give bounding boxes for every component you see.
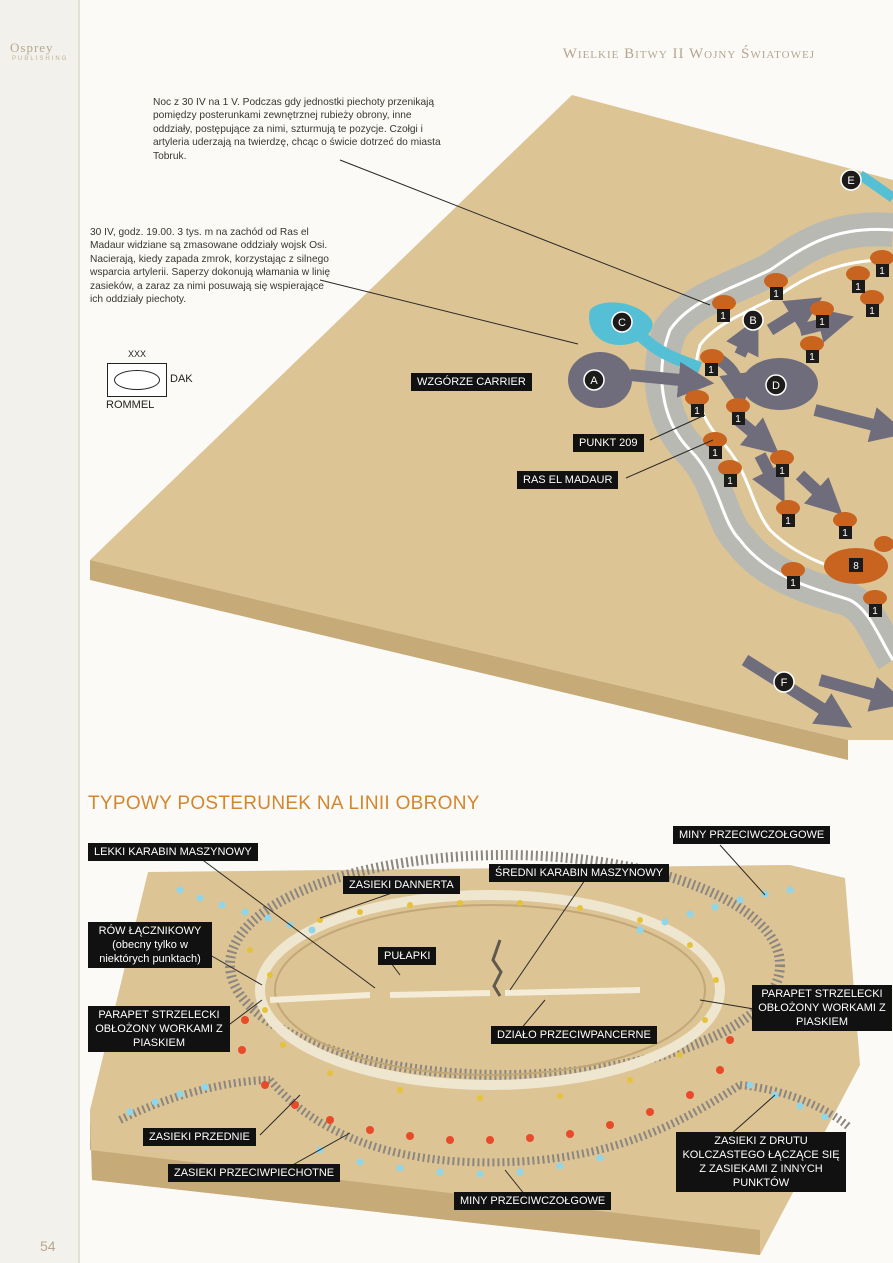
unit-armor-ellipse bbox=[114, 370, 160, 390]
marker-e: E bbox=[847, 175, 854, 187]
outer-trench bbox=[255, 890, 725, 1090]
post-label: 1 bbox=[879, 266, 885, 277]
axis-arrows bbox=[629, 297, 893, 728]
post-label: 1 bbox=[727, 476, 733, 487]
post-label: 1 bbox=[712, 448, 718, 459]
label-traps: PUŁAPKI bbox=[378, 947, 437, 965]
page-number: 54 bbox=[40, 1238, 56, 1254]
label-antitank-gun: DZIAŁO PRZECIWPANCERNE bbox=[491, 1026, 657, 1044]
yellow-mines bbox=[247, 900, 719, 1101]
post-label: 1 bbox=[842, 528, 848, 539]
marker-d: D bbox=[772, 380, 780, 392]
label-comm-trench: RÓW ŁĄCZNIKOWY (obecny tylko w niektóryc… bbox=[88, 922, 212, 968]
post-label: 1 bbox=[872, 606, 878, 617]
post-label: 1 bbox=[785, 516, 791, 527]
label-front-wire: ZASIEKI PRZEDNIE bbox=[143, 1128, 256, 1146]
post-label: 1 bbox=[855, 282, 861, 293]
gutter-line bbox=[78, 0, 80, 1263]
label-parapet-left: PARAPET STRZELECKI OBŁOŻONY WORKAMI Z PI… bbox=[88, 1006, 230, 1052]
red-mines bbox=[238, 1016, 734, 1144]
diagram-ground bbox=[90, 865, 860, 1255]
publisher-logo-sub: PUBLISHING bbox=[12, 56, 69, 62]
trench-line bbox=[274, 904, 706, 1076]
perimeter-inner bbox=[660, 227, 893, 661]
post-label: 1 bbox=[720, 311, 726, 322]
post-label-big: 8 bbox=[853, 561, 859, 572]
marker-b: B bbox=[749, 315, 756, 327]
label-parapet-right: PARAPET STRZELECKI OBŁOŻONY WORKAMI Z PI… bbox=[752, 985, 892, 1031]
publisher-logo: Osprey bbox=[10, 40, 54, 55]
post-boxes bbox=[691, 264, 889, 617]
post-label: 1 bbox=[773, 289, 779, 300]
label-antitank-mines-bottom: MINY PRZECIWCZOŁGOWE bbox=[454, 1192, 612, 1210]
post-label: 1 bbox=[809, 352, 815, 363]
diagram-title: TYPOWY POSTERUNEK NA LINII OBRONY bbox=[88, 793, 480, 814]
post-label: 1 bbox=[869, 306, 875, 317]
inner-trench bbox=[269, 987, 641, 1003]
note-night-assault: Noc z 30 IV na 1 V. Podczas gdy jednostk… bbox=[153, 97, 441, 162]
label-antipersonnel-wire: ZASIEKI PRZECIWPIECHOTNE bbox=[168, 1164, 341, 1182]
marker-circles bbox=[583, 169, 862, 693]
allied-posts bbox=[685, 250, 893, 606]
label-carrier-hill: WZGÓRZE CARRIER bbox=[411, 373, 532, 391]
note-evening-attack: 30 IV, godz. 19.00. 3 tys. m na zachód o… bbox=[90, 227, 331, 306]
series-title: Wielkie Bitwy II Wojny Światowej bbox=[562, 46, 815, 62]
marker-a: A bbox=[590, 375, 598, 387]
post-label: 1 bbox=[708, 365, 714, 376]
unit-symbol bbox=[107, 363, 167, 397]
post-box-labels: 1 1 1 1 1 1 1 1 1 1 1 1 1 1 1 1 1 bbox=[694, 266, 885, 617]
unit-name: DAK bbox=[170, 373, 193, 385]
unit-size: XXX bbox=[128, 349, 147, 359]
marker-c: C bbox=[618, 317, 626, 329]
zigzag-trench bbox=[491, 939, 503, 997]
post-box-big bbox=[849, 558, 863, 572]
terrain-shade bbox=[90, 560, 848, 760]
label-comm-trench-note: (obecny tylko w niektórych punktach) bbox=[99, 939, 201, 965]
post-label: 1 bbox=[819, 317, 825, 328]
post-label: 1 bbox=[735, 414, 741, 425]
marker-letters: A B C D E F bbox=[590, 175, 854, 689]
label-point-209: PUNKT 209 bbox=[573, 434, 644, 452]
label-ras-el-madaur: RAS EL MADAUR bbox=[517, 471, 619, 489]
post-label: 1 bbox=[694, 406, 700, 417]
label-light-mg: LEKKI KARABIN MASZYNOWY bbox=[88, 843, 258, 861]
water-e bbox=[857, 170, 893, 203]
post-label: 1 bbox=[779, 466, 785, 477]
label-antitank-mines-top: MINY PRZECIWCZOŁGOWE bbox=[673, 826, 831, 844]
leader-lines bbox=[319, 159, 714, 479]
diagram-ground-shade bbox=[90, 1110, 760, 1255]
page-gutter bbox=[0, 0, 80, 1263]
post-label: 1 bbox=[790, 578, 796, 589]
label-dannert-wire: ZASIEKI DANNERTA bbox=[343, 876, 460, 894]
label-comm-trench-title: RÓW ŁĄCZNIKOWY bbox=[98, 925, 202, 937]
marker-f: F bbox=[781, 677, 788, 689]
label-connecting-wire: ZASIEKI Z DRUTU KOLCZASTEGO ŁĄCZĄCE SIĘ … bbox=[676, 1132, 846, 1192]
blue-mines bbox=[126, 886, 829, 1178]
terrain-block bbox=[90, 95, 893, 740]
label-medium-mg: ŚREDNI KARABIN MASZYNOWY bbox=[489, 864, 670, 882]
unit-commander: ROMMEL bbox=[106, 399, 155, 411]
